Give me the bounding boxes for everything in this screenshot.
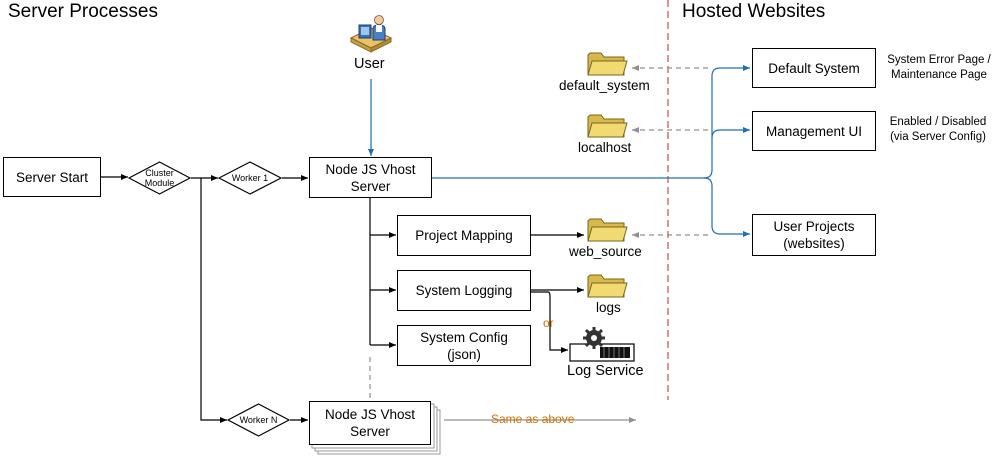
worker-1-diamond: Worker 1 xyxy=(218,161,282,195)
management-ui-label: Management UI xyxy=(765,123,863,139)
default-system-folder-icon xyxy=(586,49,628,77)
user-projects-label-1: User Projects xyxy=(773,219,855,234)
user-projects-box: User Projects (websites) xyxy=(752,214,876,256)
server-start-box: Server Start xyxy=(3,157,101,197)
log-service-server-icon xyxy=(568,326,636,364)
error-page-note: System Error Page / Maintenance Page xyxy=(880,53,998,83)
vhost-server-n-label-1: Node JS Vhost xyxy=(324,407,416,422)
cluster-module-label-2: Module xyxy=(144,178,175,188)
vhost-server-n-label-2: Server xyxy=(350,424,390,439)
logs-folder-icon xyxy=(586,271,628,299)
or-label: or xyxy=(543,316,554,330)
project-mapping-box: Project Mapping xyxy=(397,215,531,256)
system-logging-label: System Logging xyxy=(415,283,513,298)
hosted-websites-title: Hosted Websites xyxy=(682,1,826,22)
logs-folder-label: logs xyxy=(596,300,621,315)
server-start-label: Server Start xyxy=(15,169,89,185)
vhost-server-label-1: Node JS Vhost xyxy=(325,161,416,177)
connector-server-to-websites xyxy=(432,65,750,179)
log-service-label: Log Service xyxy=(567,363,644,379)
connector-to-management-ui xyxy=(711,127,750,139)
user-projects-label-2: (websites) xyxy=(783,236,845,251)
error-page-note-2: Maintenance Page xyxy=(891,69,987,81)
localhost-folder-label: localhost xyxy=(578,140,632,155)
default-system-folder-label: default_system xyxy=(559,78,650,93)
system-config-label-1: System Config xyxy=(420,329,508,345)
cluster-module-label-1: Cluster xyxy=(145,168,174,178)
same-as-above-label: Same as above xyxy=(491,412,575,426)
default-system-label: Default System xyxy=(768,60,860,76)
management-ui-box: Management UI xyxy=(752,111,876,151)
system-config-box: System Config(json) xyxy=(397,325,531,366)
connector-logging-to-log-service xyxy=(531,291,568,353)
enabled-note-2: (via Server Config) xyxy=(890,131,986,143)
web-source-folder-label: web_source xyxy=(569,244,642,259)
system-logging-box: System Logging xyxy=(397,270,531,311)
localhost-folder-icon xyxy=(586,111,628,139)
default-system-box: Default System xyxy=(752,48,876,88)
web-source-folder-icon xyxy=(586,215,628,243)
worker-n-label: Worker N xyxy=(239,415,278,425)
project-mapping-label: Project Mapping xyxy=(415,228,513,243)
vhost-server-label-2: Server xyxy=(350,178,391,194)
error-page-note-1: System Error Page / xyxy=(887,54,991,66)
server-processes-title: Server Processes xyxy=(8,1,158,22)
user-label: User xyxy=(354,56,385,72)
worker-n-diamond: Worker N xyxy=(227,403,290,437)
enabled-note-1: Enabled / Disabled xyxy=(889,116,987,128)
enabled-note: Enabled / Disabled (via Server Config) xyxy=(879,115,997,145)
system-config-label-2: (json) xyxy=(447,346,481,362)
worker-1-label: Worker 1 xyxy=(231,173,269,183)
connector-cluster-to-workern xyxy=(200,178,227,423)
user-icon xyxy=(349,14,393,54)
connector-to-user-projects xyxy=(703,177,750,237)
